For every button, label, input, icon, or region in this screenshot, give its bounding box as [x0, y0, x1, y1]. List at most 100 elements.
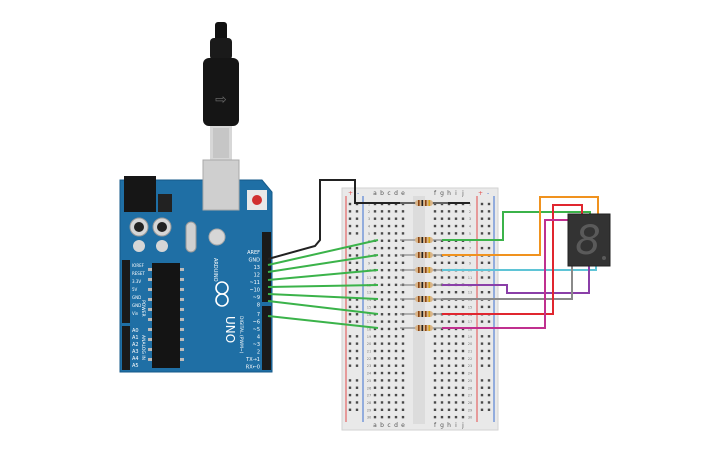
- column-letter: d: [394, 422, 398, 429]
- breadboard-hole: [447, 335, 451, 338]
- rail-hole: [355, 232, 359, 235]
- breadboard-hole: [387, 298, 391, 301]
- breadboard-hole: [401, 327, 405, 331]
- row-number: 19: [468, 335, 473, 339]
- rail-hole: [348, 232, 352, 235]
- breadboard-hole: [454, 320, 458, 323]
- analog-header-label: ANALOG IN: [140, 335, 146, 360]
- breadboard-hole: [433, 327, 437, 331]
- row-number: 15: [468, 305, 473, 309]
- breadboard-hole: [394, 386, 398, 389]
- breadboard-hole: [387, 254, 391, 257]
- row-number: 13: [468, 291, 473, 295]
- arduino-brand: ARDUINO: [212, 258, 218, 282]
- breadboard-hole: [433, 210, 437, 213]
- green-signal-wires: [267, 239, 379, 329]
- row-number: 22: [468, 357, 473, 361]
- row-number: 28: [367, 401, 372, 405]
- breadboard-hole: [447, 349, 451, 353]
- row-number: 3: [368, 217, 370, 221]
- row-number: 6: [469, 239, 472, 243]
- breadboard-hole: [380, 393, 384, 397]
- breadboard-hole: [387, 276, 391, 279]
- rail-hole: [348, 246, 352, 250]
- rail-hole: [355, 246, 359, 250]
- breadboard-hole: [461, 305, 465, 309]
- breadboard-hole: [447, 305, 451, 309]
- rail-hole: [487, 386, 491, 389]
- breadboard-hole: [433, 415, 437, 419]
- breadboard-hole: [380, 371, 384, 375]
- row-number: 30: [367, 416, 372, 420]
- breadboard-hole: [380, 224, 384, 228]
- wire-magenta-display: [442, 219, 575, 329]
- rail-hole: [348, 305, 352, 309]
- breadboard-hole: [373, 415, 377, 419]
- breadboard-hole: [387, 371, 391, 375]
- rail-hole: [487, 210, 491, 213]
- breadboard-hole: [401, 320, 405, 323]
- breadboard-hole: [461, 291, 465, 294]
- rail-hole: [480, 232, 484, 235]
- breadboard-hole: [447, 246, 451, 250]
- breadboard-hole: [394, 335, 398, 338]
- power-header: [122, 260, 130, 323]
- breadboard-hole: [380, 298, 384, 301]
- column-letter: g: [440, 190, 444, 197]
- breadboard-hole: [373, 291, 377, 294]
- digital-pin-label: ~10: [249, 288, 260, 294]
- row-number: 28: [468, 401, 473, 405]
- breadboard-hole: [433, 217, 437, 220]
- rail-hole: [348, 224, 352, 228]
- rail-hole: [480, 401, 484, 404]
- rail-hole: [355, 320, 359, 323]
- row-number: 15: [367, 305, 372, 309]
- breadboard-hole: [440, 415, 444, 419]
- breadboard-hole: [447, 291, 451, 294]
- breadboard-hole: [387, 357, 391, 360]
- analog-header: [122, 326, 130, 370]
- rail-hole: [487, 232, 491, 235]
- rail-minus-right: -: [487, 190, 489, 197]
- breadboard-hole: [440, 320, 444, 323]
- seven-segment-display: 8: [567, 213, 611, 267]
- row-number: 25: [468, 379, 473, 383]
- row-number: 26: [367, 386, 372, 390]
- rail-hole: [480, 217, 484, 220]
- row-number: 5: [368, 232, 370, 236]
- breadboard-hole: [380, 291, 384, 294]
- breadboard-hole: [454, 210, 458, 213]
- row-number: 5: [469, 232, 471, 236]
- breadboard-hole: [387, 408, 391, 411]
- breadboard-hole: [373, 349, 377, 353]
- rail-hole: [348, 386, 352, 389]
- breadboard-hole: [401, 232, 405, 235]
- row-number: 20: [468, 342, 473, 346]
- rail-hole: [355, 393, 359, 397]
- rail-hole: [355, 261, 359, 264]
- breadboard-hole: [454, 386, 458, 389]
- column-letter: a: [373, 190, 377, 197]
- breadboard-hole: [401, 408, 405, 411]
- row-number: 24: [367, 372, 372, 376]
- breadboard-hole: [447, 408, 451, 411]
- usb-icon: ⇨: [215, 92, 227, 108]
- breadboard-hole: [454, 393, 458, 397]
- breadboard-hole: [394, 364, 398, 367]
- breadboard-hole: [440, 276, 444, 279]
- rail-hole: [355, 298, 359, 301]
- breadboard-hole: [380, 283, 384, 287]
- breadboard-hole: [433, 276, 437, 279]
- ground-wire: [267, 179, 470, 260]
- rail-hole: [348, 408, 352, 411]
- row-number: 21: [468, 350, 473, 354]
- rail-hole: [348, 364, 352, 367]
- analog-pin-label: A5: [132, 363, 139, 369]
- breadboard-hole: [433, 261, 437, 264]
- breadboard-hole: [461, 246, 465, 250]
- breadboard-hole: [401, 401, 405, 404]
- breadboard-hole: [387, 327, 391, 331]
- rail-hole: [487, 291, 491, 294]
- breadboard-hole: [380, 386, 384, 389]
- breadboard-hole: [401, 261, 405, 264]
